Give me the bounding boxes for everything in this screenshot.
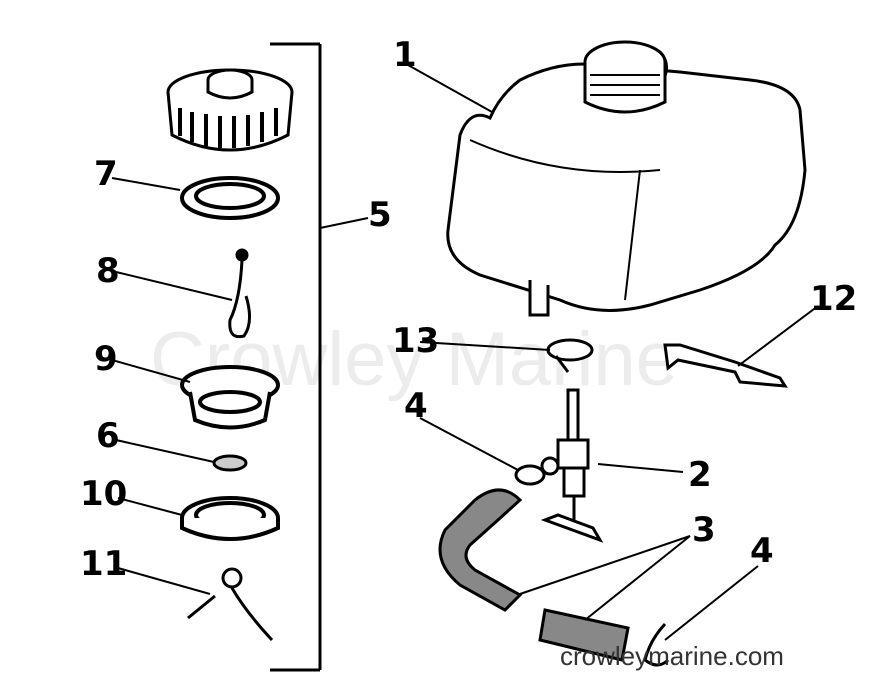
callout-11: 11	[80, 544, 127, 584]
gasket-10	[180, 496, 280, 541]
clip-11	[187, 567, 274, 642]
callout-6: 6	[96, 416, 120, 456]
bracket-5	[270, 42, 322, 672]
callout-1: 1	[393, 35, 417, 75]
fuel-tank-1	[446, 40, 807, 317]
callout-8: 8	[96, 251, 120, 291]
callout-7: 7	[94, 154, 118, 194]
leader-lines	[111, 64, 819, 641]
fuel-cap	[166, 68, 294, 152]
callout-9: 9	[94, 339, 118, 379]
callout-4-lower: 4	[750, 531, 774, 571]
callout-12: 12	[810, 279, 857, 319]
callout-2: 2	[688, 455, 712, 495]
callout-3: 3	[692, 510, 716, 550]
callout-5: 5	[368, 195, 392, 235]
screen-6	[212, 454, 248, 472]
callout-4-upper: 4	[404, 386, 428, 426]
cap-gasket-7	[180, 176, 280, 220]
cup-9	[180, 365, 280, 430]
retainer-chain-8	[228, 248, 251, 339]
callout-13: 13	[392, 321, 439, 361]
hose-3	[438, 488, 630, 662]
hose-clamp-4a	[514, 464, 546, 486]
fuel-valve-2	[540, 388, 604, 543]
callout-10: 10	[80, 474, 127, 514]
fuel-line-bracket-12	[663, 343, 788, 388]
footer-url: crowleymarine.com	[560, 641, 784, 671]
hose-clamp-4b	[643, 622, 670, 667]
